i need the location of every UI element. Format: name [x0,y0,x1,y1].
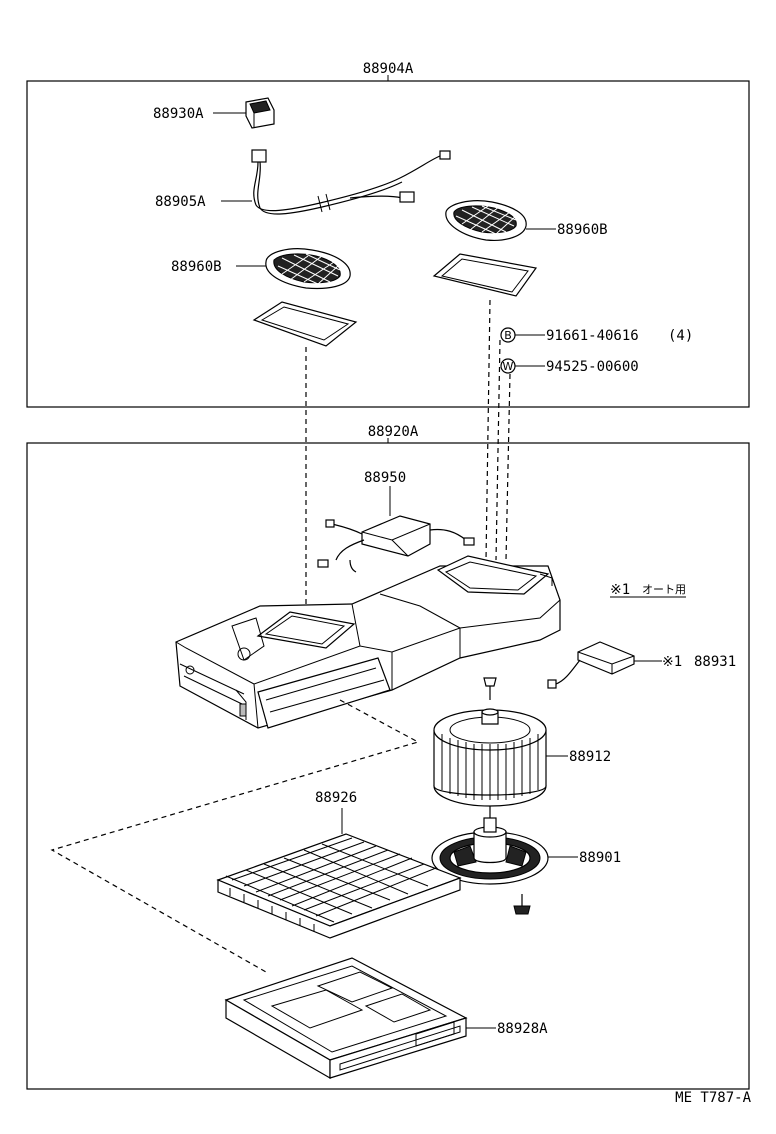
motor-part [431,806,549,885]
amplifier-label: 88950 [364,470,406,486]
screw-qty-label: (4) [668,328,693,344]
washer-symbol: W [500,358,516,374]
screw-symbol: B [500,327,516,343]
washer-label: 94525-00600 [546,359,639,375]
lower-assembly-label: 88920A [368,424,419,440]
fastener-upper [483,677,497,700]
blower-fan-part [433,708,547,807]
fastener-lower [513,894,531,915]
grille-left-label: 88960B [171,259,222,275]
switch-part [245,97,275,129]
svg-text:W: W [503,360,514,373]
gasket-left-part [252,301,358,347]
blower-fan-label: 88912 [569,749,611,765]
screw-label: 91661-40616 [546,328,639,344]
wire-harness-part [251,149,451,215]
svg-text:B: B [504,329,512,342]
grille-right-label: 88960B [557,222,608,238]
figure-code: ME T787-A [675,1090,751,1106]
amplifier-part [317,515,475,573]
switch-label: 88930A [153,106,204,122]
sensor-label: 88931 [694,654,736,670]
upper-assembly-label: 88904A [363,61,414,77]
filter-label: 88926 [315,790,357,806]
filter-case-part [224,957,468,1080]
grille-right-part [445,200,527,241]
wire-harness-label: 88905A [155,194,206,210]
note-mark: ※1 [610,582,630,598]
upper-assembly-frame [26,80,750,408]
gasket-right-part [432,253,538,297]
grille-left-part [265,248,351,290]
sensor-mark: ※1 [662,654,682,670]
filter-case-label: 88928A [497,1021,548,1037]
motor-label: 88901 [579,850,621,866]
sensor-part [547,641,635,689]
filter-part [216,833,462,939]
note-text: オート用 [642,583,686,596]
blower-housing-part [175,555,561,729]
